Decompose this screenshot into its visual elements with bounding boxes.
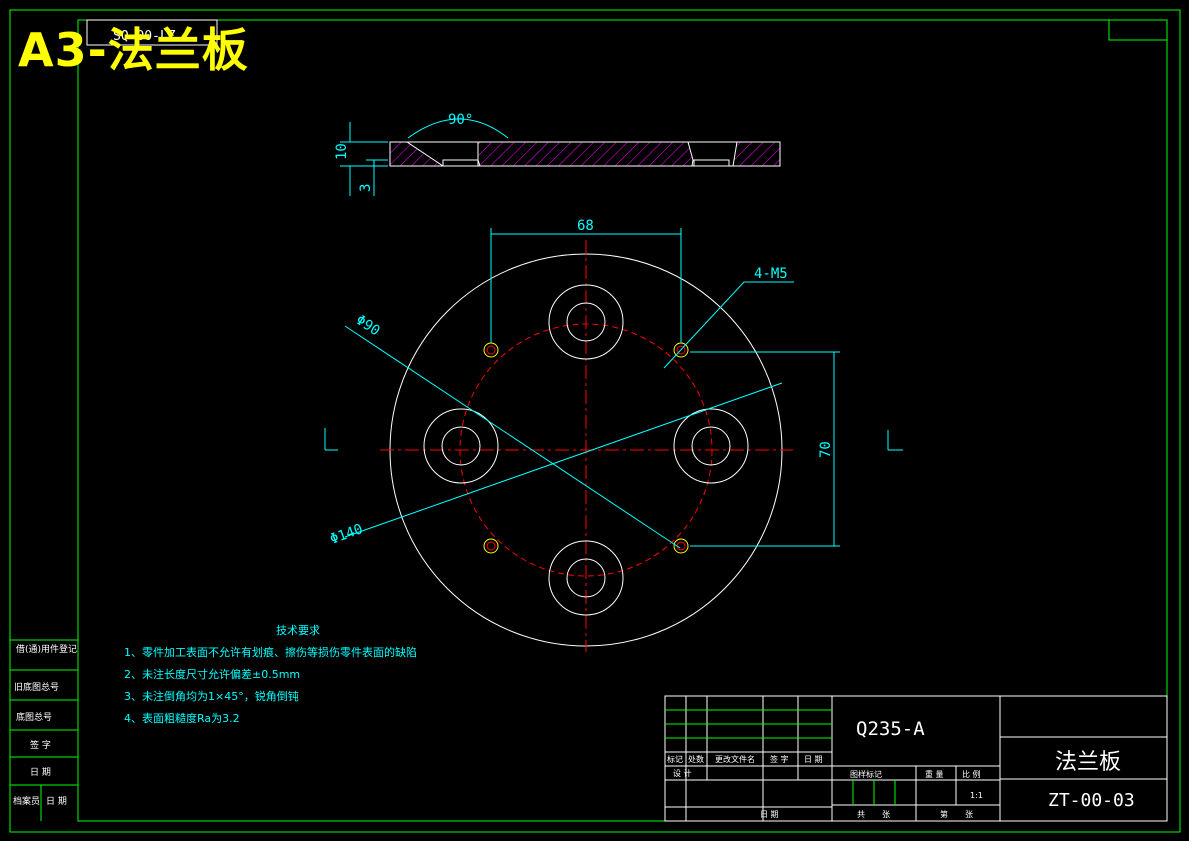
dim-hole-spacing-v: 70 [818, 441, 834, 458]
plan-view [324, 228, 903, 652]
tb-label-date2: 日 期 [760, 810, 779, 819]
strip-bottom-1: 档案员 [13, 795, 40, 807]
tech-title: 技术要求 [276, 624, 320, 637]
tech-item-1: 1、零件加工表面不允许有划痕、擦伤等损伤零件表面的缺陷 [124, 646, 417, 659]
tb-label-stage: 图样标记 [850, 769, 882, 779]
dim-thread-note: 4-M5 [754, 266, 788, 282]
tech-requirements: 技术要求 1、零件加工表面不允许有划痕、擦伤等损伤零件表面的缺陷 2、未注长度尺… [124, 620, 417, 730]
dim-bolt-circle: Φ90 [353, 312, 383, 339]
strip-bottom-2: 日 期 [46, 796, 67, 807]
strip-row-4: 签 字 [30, 739, 51, 751]
tb-label-total: 共 [857, 810, 865, 819]
outer-frame [9, 9, 1181, 833]
tb-label-mark: 标记 [667, 754, 683, 764]
strip-row-2: 旧底图总号 [14, 681, 59, 693]
title-part-name: 法兰板 [1055, 750, 1122, 775]
tech-item-4: 4、表面粗糙度Ra为3.2 [124, 712, 240, 725]
tb-label-design: 设 计 [673, 768, 692, 778]
section-view [340, 118, 781, 196]
tech-item-2: 2、未注长度尺寸允许偏差±0.5mm [124, 668, 301, 681]
left-strip-grid [10, 639, 78, 821]
tb-label-sheet: 张 [882, 810, 890, 819]
dimension-lines [324, 228, 903, 549]
counterbore-holes [423, 284, 749, 616]
code-box [86, 19, 218, 46]
tb-label-page: 第 [940, 809, 948, 819]
tb-label-count: 处数 [688, 754, 704, 764]
title-block-grid [664, 695, 1168, 822]
tb-label-page-sheet: 张 [965, 810, 973, 819]
tb-label-sign: 签 字 [770, 754, 789, 764]
strip-row-3: 底图总号 [16, 711, 52, 723]
dim-hole-spacing-h: 68 [577, 218, 594, 234]
dim-thickness: 10 [334, 143, 350, 160]
title-material: Q235-A [856, 718, 925, 740]
corner-box [1108, 19, 1168, 41]
tb-scale: 1:1 [970, 791, 983, 800]
dim-depth: 3 [358, 184, 374, 192]
corner-code: SQ-00-LZ [113, 29, 176, 44]
tb-label-weight: 重 量 [925, 769, 944, 779]
watermark-title: A3-法兰板 [18, 23, 249, 77]
dim-chamfer-angle: 90° [448, 112, 473, 128]
strip-row-1: 借(通)用件登记 [16, 643, 77, 655]
tb-label-ratio: 比 例 [962, 769, 981, 779]
title-drawing-no: ZT-00-03 [1048, 790, 1135, 811]
tb-label-doc: 更改文件名 [715, 754, 755, 764]
tb-label-date: 日 期 [804, 755, 823, 764]
strip-row-5: 日 期 [30, 767, 51, 778]
inner-frame [77, 19, 1168, 822]
dim-outer-dia: Φ140 [328, 521, 365, 548]
tech-item-3: 3、未注倒角均为1×45°，锐角倒钝 [124, 690, 299, 703]
title-block-subgrid [665, 709, 896, 805]
